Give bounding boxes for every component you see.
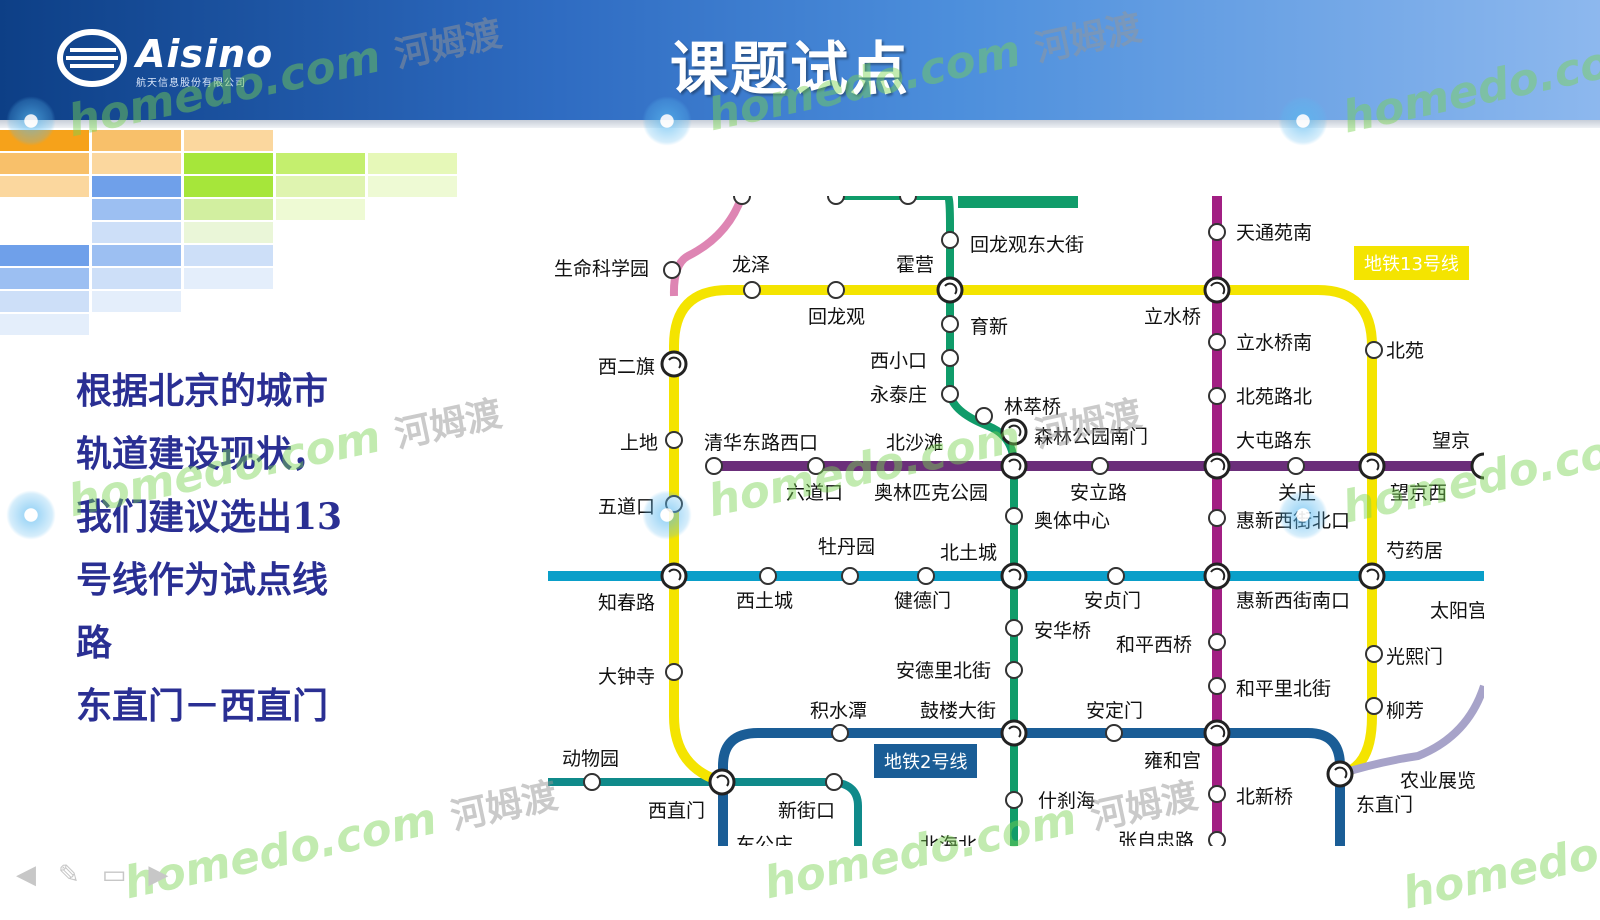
title-banner xyxy=(0,0,1600,122)
station-label: 清华东路西口 xyxy=(704,432,819,454)
watermark-text: homedo.com xyxy=(119,793,442,910)
station-label: 农业展览 xyxy=(1400,770,1477,792)
station-label: 天通苑南 xyxy=(1236,222,1313,244)
station-label: 立水桥 xyxy=(1144,306,1202,328)
station-label: 知春路 xyxy=(598,592,656,614)
watermark-text-cn: 河姆渡 xyxy=(447,775,562,839)
station-label: 北沙滩 xyxy=(886,432,944,454)
logo-globe-icon xyxy=(57,29,127,87)
line-13-tag: 地铁13号线 xyxy=(1354,246,1469,280)
subway-lines xyxy=(548,196,1484,846)
line-2-tag: 地铁2号线 xyxy=(874,744,978,778)
station-label: 五道口 xyxy=(598,496,656,518)
station-label: 健德门 xyxy=(894,590,952,612)
recommendation-text: 根据北京的城市 轨道建设现状， 我们建议选出13 号线作为试点线 路 东直门－西… xyxy=(76,360,456,738)
aisino-logo: Aisino 航天信息股份有限公司 xyxy=(56,28,316,98)
body-line: 根据北京的城市 xyxy=(76,370,329,412)
station-label: 望京 xyxy=(1432,430,1471,452)
body-line: 我们建议选出13 xyxy=(76,496,343,538)
watermark-flower-icon xyxy=(1278,96,1328,146)
station-label: 芍药居 xyxy=(1386,540,1444,562)
body-line: 东直门－西直门 xyxy=(76,685,329,727)
station-label: 东直门 xyxy=(1356,794,1414,816)
station-label: 车公庄 xyxy=(736,834,794,846)
station-label: 西二旗 xyxy=(598,356,656,378)
station-label: 张自忠路 xyxy=(1118,830,1195,846)
page-title: 课题试点 xyxy=(670,35,911,103)
station-label: 积水潭 xyxy=(810,700,868,722)
station-label: 育新 xyxy=(970,316,1009,338)
pen-icon[interactable]: ✎ xyxy=(58,860,80,890)
subway-map: 生命科学园 龙泽 回龙观 霍营 回龙观东大街 育新 西小口 永泰庄 林萃桥 森林… xyxy=(548,196,1484,846)
station-label: 北苑路北 xyxy=(1236,386,1313,408)
station-label: 安立路 xyxy=(1070,482,1128,504)
watermark: homedo.com 河姆渡 xyxy=(119,767,562,910)
station-label: 北土城 xyxy=(940,542,998,564)
station-label: 西直门 xyxy=(648,800,706,822)
station-label: 森林公园南门 xyxy=(1034,426,1149,448)
station-label: 牡丹园 xyxy=(818,536,876,558)
slide-nav-toolbar: ◀ ✎ ▭ ▶ xyxy=(16,860,168,890)
station-label: 龙泽 xyxy=(732,254,771,276)
station-label: 鼓楼大街 xyxy=(920,700,997,722)
station-label: 霍营 xyxy=(896,254,935,276)
station-label: 回龙观 xyxy=(808,306,866,328)
watermark-text-cn: 河姆渡 xyxy=(391,393,506,457)
watermark-flower-icon xyxy=(6,96,56,146)
watermark-flower-icon xyxy=(642,490,692,540)
logo-company-name: 航天信息股份有限公司 xyxy=(136,78,246,89)
station-label: 安华桥 xyxy=(1034,620,1092,642)
station-label: 上地 xyxy=(620,432,659,454)
station-label: 永泰庄 xyxy=(870,384,928,406)
station-label: 奥林匹克公园 xyxy=(874,482,989,504)
watermark-flower-icon xyxy=(1278,490,1328,540)
station-label: 生命科学园 xyxy=(554,258,650,280)
station-label: 安定门 xyxy=(1086,700,1144,722)
station-label: 林萃桥 xyxy=(1004,396,1062,418)
body-line: 路 xyxy=(76,622,113,664)
station-label: 安德里北街 xyxy=(896,660,992,682)
station-label: 立水桥南 xyxy=(1236,332,1313,354)
watermark-flower-icon xyxy=(642,96,692,146)
logo-wordmark: Aisino xyxy=(136,32,274,76)
station-label: 北苑 xyxy=(1386,340,1425,362)
station-label: 雍和宫 xyxy=(1144,750,1202,772)
station-label: 光熙门 xyxy=(1386,646,1444,668)
station-label: 北海北 xyxy=(920,834,978,846)
station-label: 大钟寺 xyxy=(598,666,656,688)
watermark-flower-icon xyxy=(6,490,56,540)
station-label: 六道口 xyxy=(786,482,844,504)
station-label: 大屯路东 xyxy=(1236,430,1313,452)
previous-slide-icon[interactable]: ◀ xyxy=(16,860,36,890)
station-label: 和平里北街 xyxy=(1236,678,1332,700)
banner-divider xyxy=(0,120,1600,128)
station-label: 安贞门 xyxy=(1084,590,1142,612)
station-label: 西土城 xyxy=(736,590,794,612)
station-label: 太阳宫 xyxy=(1430,600,1484,622)
station-label: 北新桥 xyxy=(1236,786,1294,808)
station-label: 回龙观东大街 xyxy=(970,234,1085,256)
next-slide-icon[interactable]: ▶ xyxy=(148,860,169,890)
station-label: 惠新西街南口 xyxy=(1236,590,1351,612)
station-label: 新街口 xyxy=(778,800,836,822)
station-label: 和平西桥 xyxy=(1116,634,1193,656)
station-label: 什刹海 xyxy=(1038,790,1096,812)
station-label: 西小口 xyxy=(870,350,928,372)
body-line: 号线作为试点线 xyxy=(76,559,329,601)
station-label: 动物园 xyxy=(562,748,620,770)
station-label: 柳芳 xyxy=(1386,700,1425,722)
body-line: 轨道建设现状， xyxy=(76,433,329,475)
slide-menu-icon[interactable]: ▭ xyxy=(101,860,127,890)
station-label: 望京西 xyxy=(1390,482,1448,504)
station-label: 奥体中心 xyxy=(1034,510,1111,532)
